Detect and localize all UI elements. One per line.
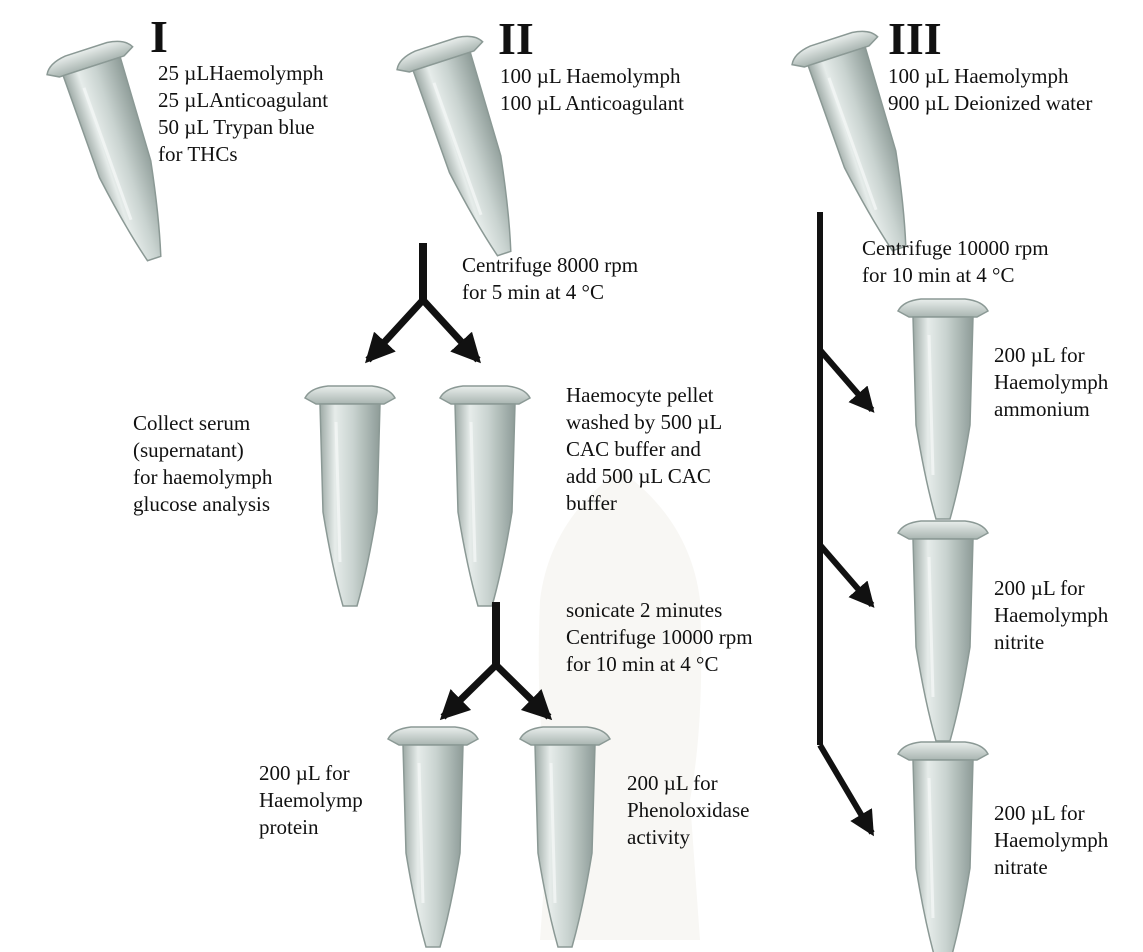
output-line: activity <box>627 824 749 851</box>
tube-ammonium <box>898 299 988 519</box>
protein-output-label: 200 µL for Haemolymp protein <box>259 760 363 841</box>
group-i-line: 25 µLHaemolymph <box>158 60 328 87</box>
sonicate-step: sonicate 2 minutes Centrifuge 10000 rpm … <box>566 597 753 678</box>
output-line: nitrate <box>994 854 1108 881</box>
output-line: glucose analysis <box>133 491 272 518</box>
group-i-line: 25 µLAnticoagulant <box>158 87 328 114</box>
output-line: buffer <box>566 490 722 517</box>
output-line: 200 µL for <box>627 770 749 797</box>
group-ii-line: 100 µL Haemolymph <box>500 63 684 90</box>
group-iii-numeral: III <box>888 16 942 62</box>
output-line: Haemolymph <box>994 602 1108 629</box>
step-line: for 10 min at 4 °C <box>566 651 753 678</box>
tube-nitrate <box>898 742 988 952</box>
phenoloxidase-output-label: 200 µL for Phenoloxidase activity <box>627 770 749 851</box>
step-line: Centrifuge 10000 rpm <box>862 235 1049 262</box>
arrow-to-pellet <box>423 300 478 360</box>
nitrate-output-label: 200 µL for Haemolymph nitrate <box>994 800 1108 881</box>
output-line: Haemocyte pellet <box>566 382 722 409</box>
arrow-to-serum <box>368 300 423 360</box>
output-line: Haemolymph <box>994 827 1108 854</box>
output-line: washed by 500 µL <box>566 409 722 436</box>
output-line: protein <box>259 814 363 841</box>
output-line: 200 µL for <box>259 760 363 787</box>
group-i-numeral: I <box>150 14 168 60</box>
output-line: nitrite <box>994 629 1108 656</box>
group-i-label: 25 µLHaemolymph 25 µLAnticoagulant 50 µL… <box>158 60 328 168</box>
group-ii-numeral: II <box>498 16 534 62</box>
group-iii-line: 100 µL Haemolymph <box>888 63 1092 90</box>
group-ii-label: 100 µL Haemolymph 100 µL Anticoagulant <box>500 63 684 117</box>
step-line: sonicate 2 minutes <box>566 597 753 624</box>
step-line: for 10 min at 4 °C <box>862 262 1049 289</box>
ammonium-output-label: 200 µL for Haemolymph ammonium <box>994 342 1108 423</box>
step-line: Centrifuge 8000 rpm <box>462 252 638 279</box>
group-ii-line: 100 µL Anticoagulant <box>500 90 684 117</box>
group-i-line: 50 µL Trypan blue <box>158 114 328 141</box>
serum-output-label: Collect serum (supernatant) for haemolym… <box>133 410 272 518</box>
output-line: ammonium <box>994 396 1108 423</box>
output-line: (supernatant) <box>133 437 272 464</box>
output-line: Collect serum <box>133 410 272 437</box>
output-line: 200 µL for <box>994 342 1108 369</box>
group-iii-line: 900 µL Deionized water <box>888 90 1092 117</box>
nitrite-output-label: 200 µL for Haemolymph nitrite <box>994 575 1108 656</box>
tube-pellet <box>440 386 530 606</box>
pellet-output-label: Haemocyte pellet washed by 500 µL CAC bu… <box>566 382 722 517</box>
group-i-line: for THCs <box>158 141 328 168</box>
arrow-to-protein <box>443 665 496 717</box>
tube-serum <box>305 386 395 606</box>
output-line: add 500 µL CAC <box>566 463 722 490</box>
step-line: Centrifuge 10000 rpm <box>566 624 753 651</box>
tube-protein <box>388 727 478 947</box>
arrow-to-ammonium <box>820 350 872 410</box>
centrifuge-iii-step: Centrifuge 10000 rpm for 10 min at 4 °C <box>862 235 1049 289</box>
arrow-to-nitrite <box>820 545 872 605</box>
centrifuge-ii-step: Centrifuge 8000 rpm for 5 min at 4 °C <box>462 252 638 306</box>
tube-nitrite <box>898 521 988 741</box>
output-line: CAC buffer and <box>566 436 722 463</box>
arrow-to-nitrate <box>820 745 872 833</box>
output-line: Haemolymph <box>994 369 1108 396</box>
output-line: Phenoloxidase <box>627 797 749 824</box>
output-line: Haemolymp <box>259 787 363 814</box>
group-iii-label: 100 µL Haemolymph 900 µL Deionized water <box>888 63 1092 117</box>
step-line: for 5 min at 4 °C <box>462 279 638 306</box>
output-line: 200 µL for <box>994 575 1108 602</box>
output-line: 200 µL for <box>994 800 1108 827</box>
output-line: for haemolymph <box>133 464 272 491</box>
